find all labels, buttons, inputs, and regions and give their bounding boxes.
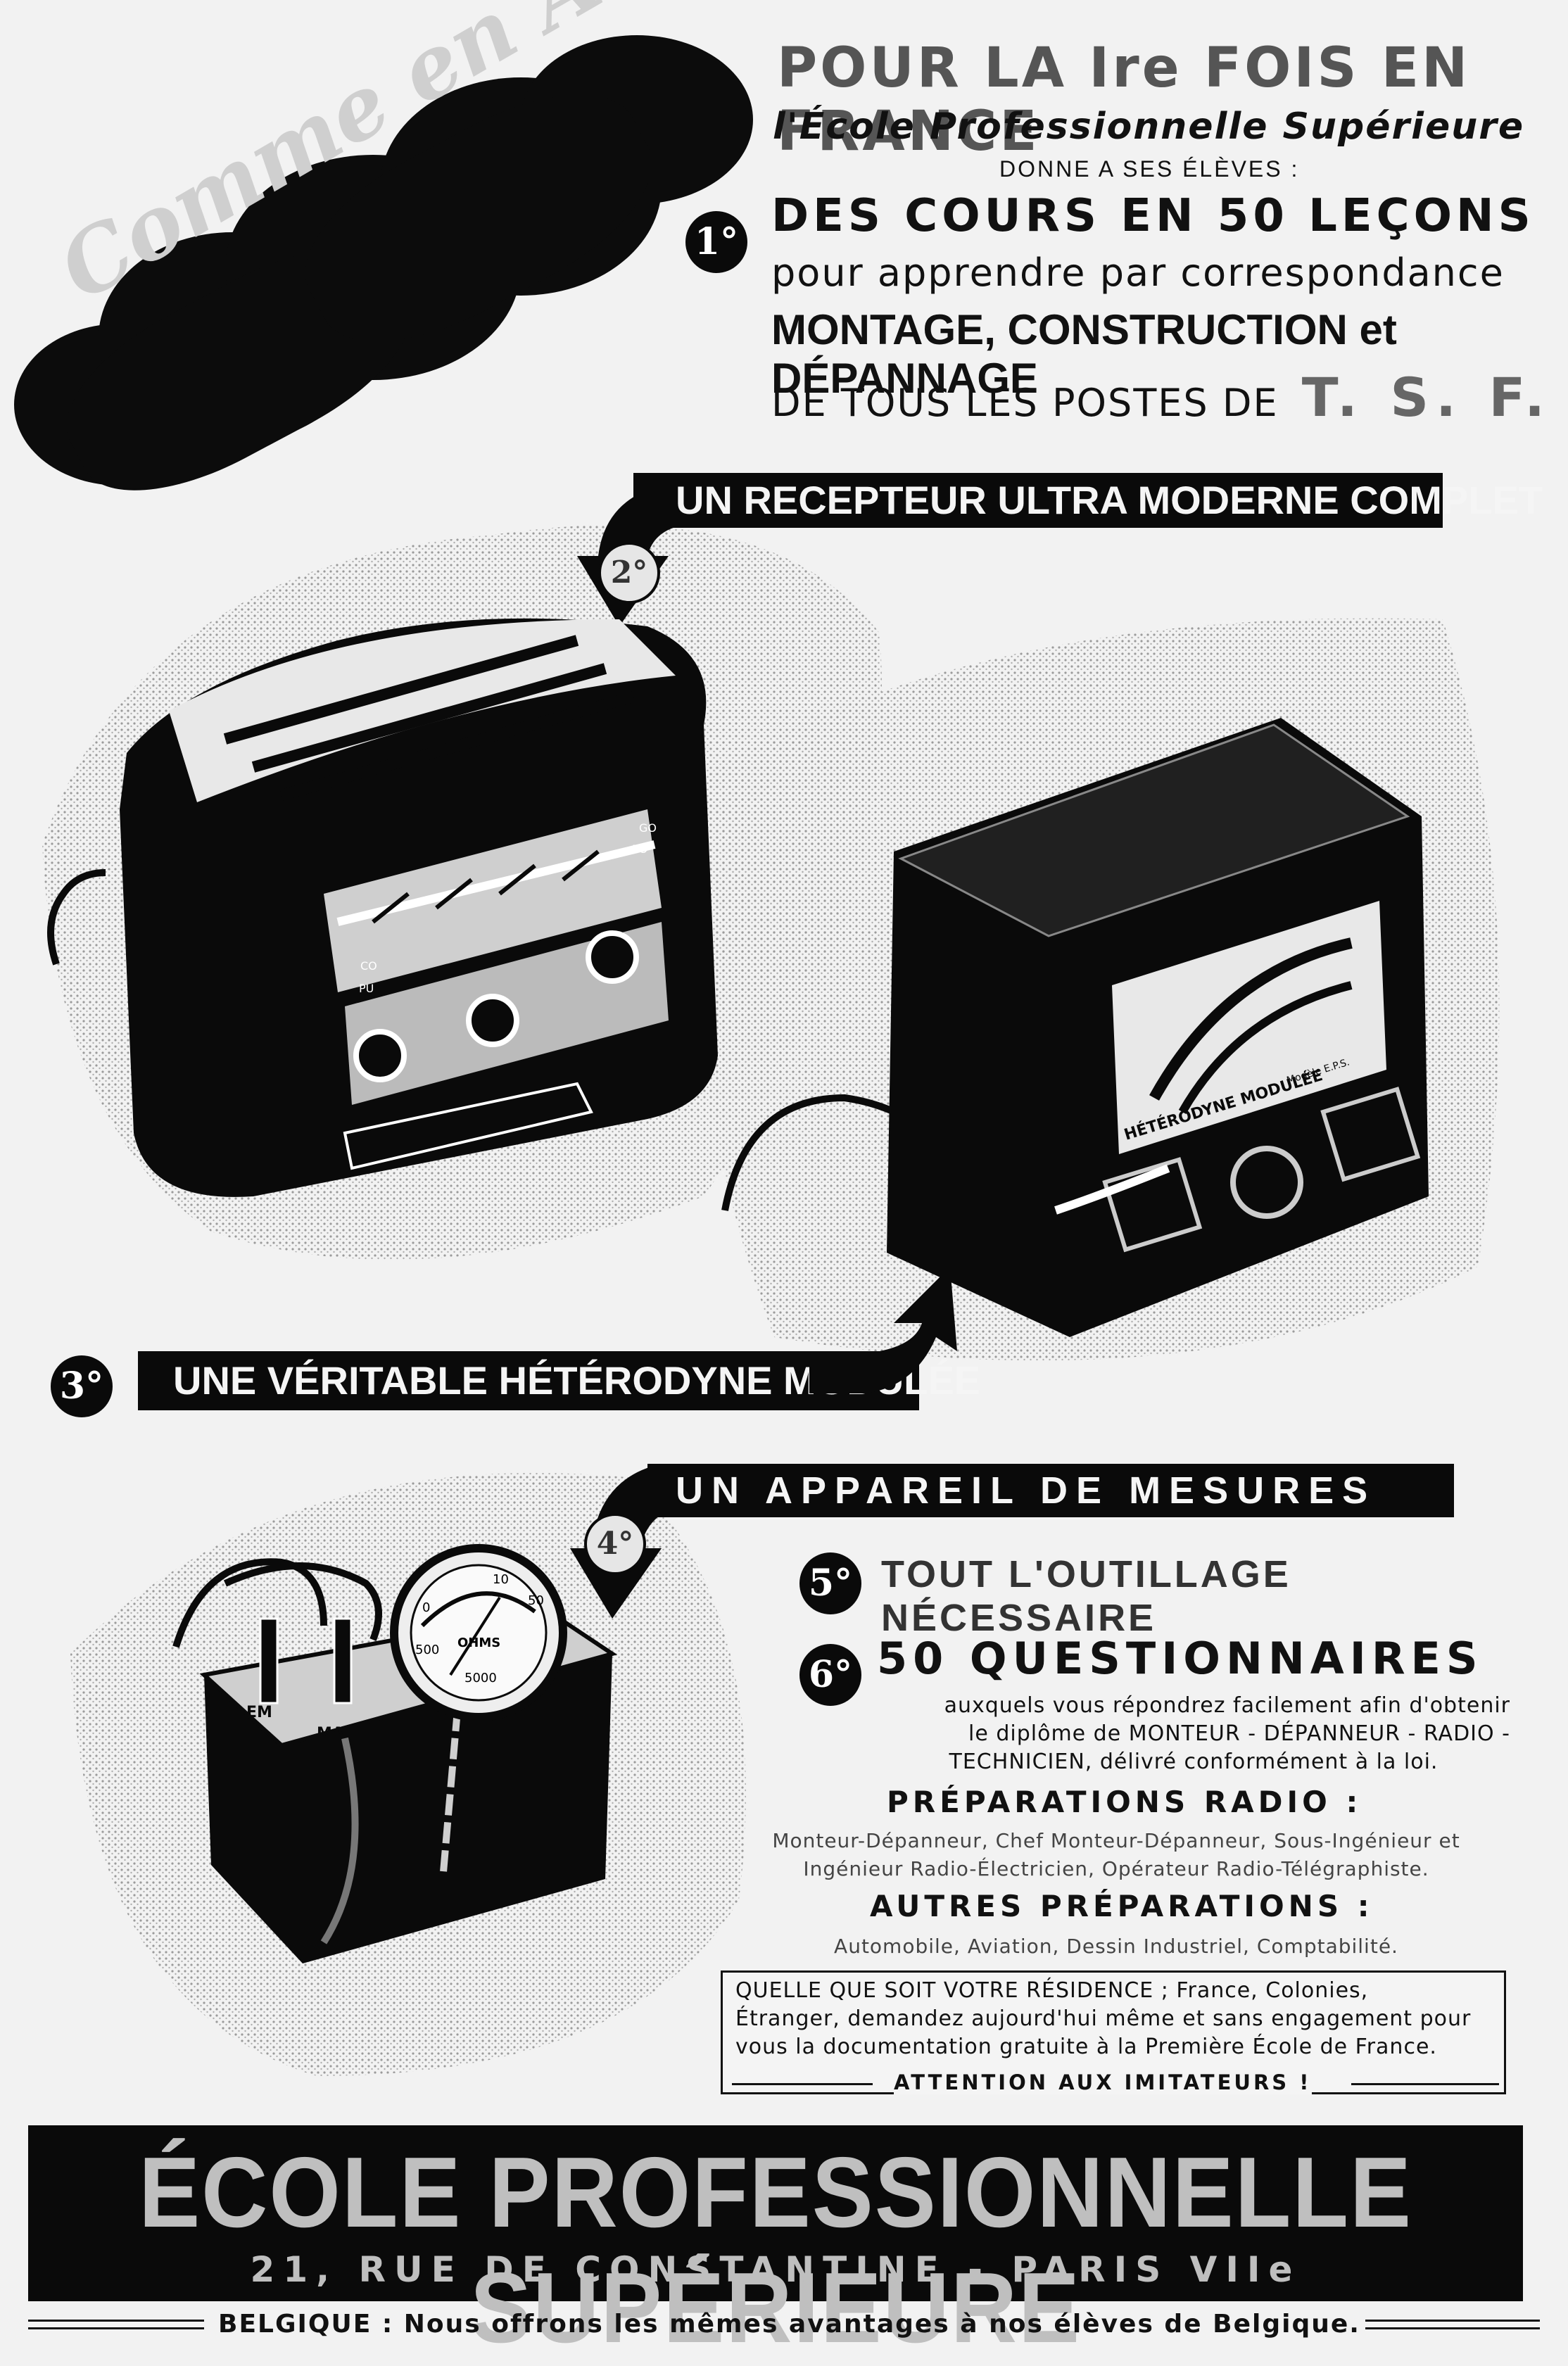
notice-warning-row: ATTENTION AUX IMITATEURS ! [732,2070,1499,2099]
notice-line-1: QUELLE QUE SOIT VOTRE RÉSIDENCE ; France… [735,1978,1369,2003]
courses-topics: MONTAGE, CONSTRUCTION et DÉPANNAGE [771,306,1397,402]
school-address: 21, RUE DE CONSTANTINE - PARIS VIIe [250,2249,1301,2290]
heterodyne-label: UNE VÉRITABLE HÉTÉRODYNE MODULÉE [138,1351,980,1410]
arrow-3 [809,1267,957,1393]
questionnaires-body-1: auxquels vous répondrez facilement afin … [944,1693,1510,1718]
tsf-label: T. S. F. [1301,366,1553,429]
notice-line-3: vous la documentation gratuite à la Prem… [735,2035,1437,2059]
header-line-1: POUR LA Ire FOIS EN FRANCE [777,37,1471,163]
belgium-row: BELGIQUE : Nous offrons les mêmes avanta… [0,2310,1568,2345]
courses-end: DE TOUS LES POSTES DE T. S. F. [771,366,1552,429]
courses-title: DES COURS EN 50 LEÇONS [771,190,1535,242]
rule-right [1365,2320,1540,2329]
notice-text: QUELLE QUE SOIT VOTRE RÉSIDENCE ; France… [723,1973,1504,2061]
footer-banner: ÉCOLE PROFESSIONNELLE SUPÉRIEURE 21, RUE… [28,2125,1523,2364]
scale-0: 0 [422,1600,430,1615]
rule-left [28,2320,204,2329]
courses-end-text: DE TOUS LES POSTES DE [771,381,1279,425]
notice-line-2: Étranger, demandez aujourd'hui même et s… [735,2006,1472,2031]
slogan-cloud: Comme en Amérique! [14,0,997,527]
receiver-label: UN RECEPTEUR ULTRA MODERNE COMPLET [633,473,1543,528]
imitators-warning: ATTENTION AUX IMITATEURS ! [894,2070,1312,2094]
scale-50: 50 [528,1593,544,1608]
scale-ohms: OHMS [457,1636,500,1650]
questionnaires-body: auxquels vous répondrez facilement afin … [877,1692,1510,1776]
heterodyne-illustration: HÉTÉRODYNE MODULÉE Modèle E.P.S. [721,718,1429,1337]
scale-5000: 5000 [464,1671,497,1685]
questionnaires-body-3: TECHNICIEN, délivré conformément à la lo… [949,1750,1439,1774]
radio-receiver-illustration: CO PO GO PU [47,618,718,1197]
questionnaires-body-2: le diplôme de MONTEUR - DÉPANNEUR - RADI… [968,1721,1510,1746]
other-preparations-list: Automobile, Aviation, Dessin Industriel,… [834,1935,1398,1958]
belgium-note: BELGIQUE : Nous offrons les mêmes avanta… [218,2310,1360,2339]
meter-label: UN APPAREIL DE MESURES [647,1464,1454,1517]
number-badge-2: 2° [598,542,660,604]
band-po: PO [632,842,647,856]
band-pu: PU [359,982,374,995]
school-name: ÉCOLE PROFESSIONNELLE SUPÉRIEURE [139,2137,1412,2364]
courses-subtitle: pour apprendre par correspondance [771,251,1505,295]
band-co: CO [360,959,377,973]
warning-rule-right [1351,2083,1499,2085]
scale-500: 500 [415,1643,439,1657]
radio-preparations-list-2: Ingénieur Radio-Électricien, Opérateur R… [803,1857,1429,1880]
radio-preparations-list: Monteur-Dépanneur, Chef Monteur-Dépanneu… [722,1827,1510,1883]
other-preparations-title: AUTRES PRÉPARATIONS : [870,1889,1374,1923]
band-go: GO [639,821,657,835]
number-badge-5: 5° [799,1552,861,1614]
header-line-3: DONNE A SES ÉLÈVES : [999,156,1300,182]
radio-preparations-list-1: Monteur-Dépanneur, Chef Monteur-Dépanneu… [772,1829,1460,1852]
number-badge-4: 4° [584,1513,646,1575]
number-badge-6: 6° [799,1644,861,1706]
header-line-2: l'École Professionnelle Supérieure [773,106,1525,148]
measuring-instrument-illustration: EM MA 10 0 50 OHMS 500 5000 [172,1544,618,1963]
terminal-em: EM [246,1704,272,1721]
number-badge-1: 1° [685,211,747,273]
warning-rule-left [732,2083,873,2085]
radio-preparations-title: PRÉPARATIONS RADIO : [887,1785,1362,1819]
tools-label: TOUT L'OUTILLAGE NÉCESSAIRE [881,1553,1291,1639]
terminal-ma: MA [317,1725,344,1742]
number-badge-3: 3° [51,1355,113,1417]
questionnaires-label: 50 QUESTIONNAIRES [877,1633,1484,1684]
scale-10: 10 [493,1572,509,1587]
